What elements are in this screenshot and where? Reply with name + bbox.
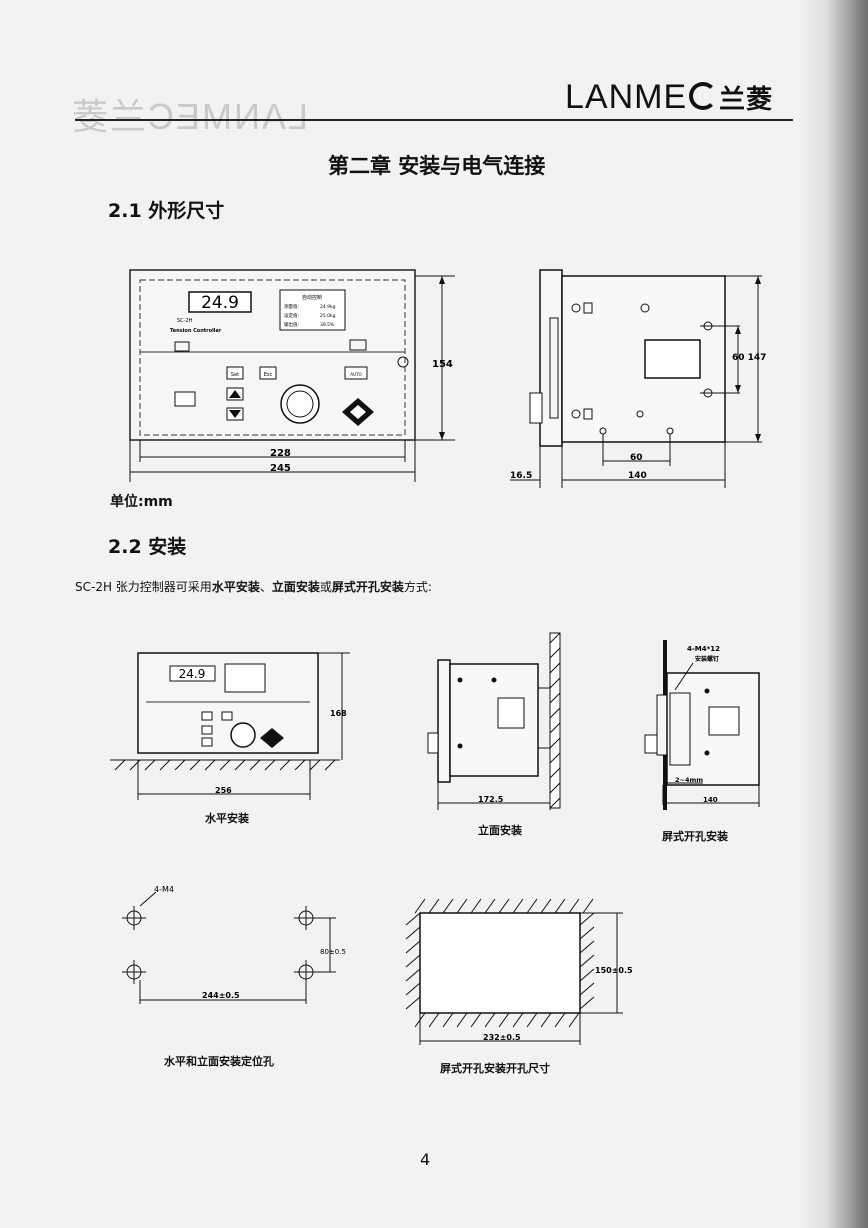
dim-168: 168 [330, 709, 347, 718]
logo-cn: 兰菱 [719, 85, 774, 115]
horizontal-mount-diagram: 24.9 168 256 [110, 652, 350, 800]
row-label: 设定值: [284, 312, 299, 319]
caption-cutout: 屏式开孔安装开孔尺寸 [440, 1062, 550, 1075]
holes-label: 4-M4 [154, 885, 174, 894]
dim-172-5: 172.5 [478, 795, 504, 804]
dim-140-panel: 140 [703, 796, 718, 804]
set-button: Set [231, 372, 239, 378]
section-title-dimensions: 2.1 外形尺寸 [108, 200, 225, 222]
panel-mount-diagram: 4-M4*12 安装螺钉 2~4mm 140 [644, 640, 760, 810]
section-title-installation: 2.2 安装 [108, 536, 187, 558]
caption-panel: 屏式开孔安装 [662, 830, 728, 843]
row-value: 24.9kg [320, 304, 336, 310]
esc-button: Esc [264, 372, 273, 378]
caption-horizontal: 水平安装 [205, 812, 249, 825]
key-icon [349, 339, 367, 351]
dim-256: 256 [215, 786, 232, 795]
caption-holes: 水平和立面安装定位孔 [164, 1055, 274, 1068]
dim-16-5: 16.5 [510, 471, 532, 481]
panel-title: 自动控制 [302, 294, 322, 301]
screw-cn-label: 安装螺钉 [695, 655, 719, 663]
model-label: SC-2H [177, 318, 193, 324]
screw-label: 4-M4*12 [687, 645, 720, 653]
page-edge-shadow [798, 0, 868, 1228]
row-label: 测量值: [284, 303, 299, 310]
row-value: 39.5% [320, 322, 335, 328]
cutout-diagram: 150±0.5 232±0.5 [405, 898, 633, 1045]
page-number: 4 [420, 1150, 431, 1169]
brand-logo: LANME 兰菱 [565, 78, 773, 117]
row-value: 25.0kg [320, 313, 336, 319]
display-value: 24.9 [179, 667, 206, 681]
caption-vertical: 立面安装 [478, 824, 522, 837]
dim-60-147: 60 147 [732, 353, 766, 363]
row-label: 输出值: [284, 321, 299, 328]
gap-label: 2~4mm [675, 776, 703, 784]
hole-pattern-diagram: 4-M4 80±0.5 244±0.5 [122, 885, 346, 1004]
dim-width-228: 228 [270, 448, 291, 459]
mode-icon [174, 341, 190, 352]
dim-140: 140 [628, 471, 647, 481]
arrow-down-icon [229, 410, 241, 418]
header-rule [75, 119, 793, 121]
dim-height-154: 154 [432, 359, 453, 370]
intro-paragraph: SC-2H 张力控制器可采用水平安装、立面安装或屏式开孔安装方式: [75, 580, 432, 594]
arrow-up-icon [229, 390, 241, 398]
manual-icon [174, 391, 196, 407]
dim-80: 80±0.5 [320, 948, 346, 956]
dim-244: 244±0.5 [202, 991, 240, 1000]
side-view-diagram: 60 147 60 140 16.5 [510, 269, 766, 488]
unit-label: 单位:mm [110, 494, 173, 510]
logo-mark-icon [689, 82, 718, 110]
dim-60: 60 [630, 453, 643, 463]
dim-150: 150±0.5 [595, 966, 633, 975]
front-view-diagram: 24.9 SC-2H Tension Controller 自动控制 测量值: … [129, 269, 455, 482]
dim-232: 232±0.5 [483, 1033, 521, 1042]
display-value: 24.9 [201, 293, 239, 313]
bleed-through-logo: LANMEC兰菱 [70, 96, 309, 137]
auto-button: AUTO [350, 372, 361, 377]
chapter-title: 第二章 安装与电气连接 [328, 154, 546, 178]
dim-width-245: 245 [270, 463, 291, 474]
logo-text: LANME [565, 78, 688, 116]
controller-name: Tension Controller [170, 328, 222, 334]
vertical-mount-diagram: 172.5 [427, 632, 561, 810]
